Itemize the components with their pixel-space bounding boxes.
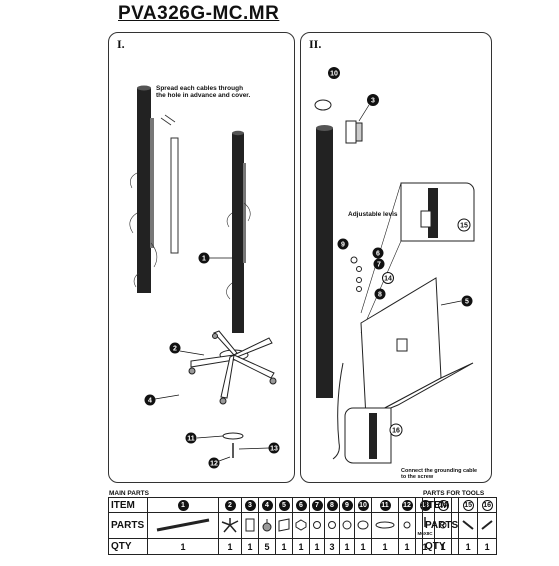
qty-row: QTY 1 1 1 5 1 1 1 3 1 1 1 1 1 1 (108, 538, 452, 555)
callout-1-label: 1 (202, 256, 206, 263)
svg-text:2: 2 (173, 346, 177, 353)
part-9-knob-icon (339, 512, 355, 539)
svg-text:8: 8 (378, 292, 382, 299)
svg-text:6: 6 (376, 251, 380, 258)
item-num: 6 (295, 500, 307, 511)
tool-qty-label: QTY (421, 538, 460, 555)
svg-text:13: 13 (270, 446, 278, 453)
callout-14 (382, 272, 394, 284)
callout-3 (367, 94, 379, 106)
item-num: 10 (357, 500, 369, 511)
item-num: 9 (341, 500, 353, 511)
part-10-cap-icon (354, 512, 372, 539)
part-3-bracket-icon (241, 512, 259, 539)
svg-text:10: 10 (330, 71, 338, 78)
callout-13 (268, 442, 280, 454)
callout-12 (208, 457, 220, 469)
svg-text:4: 4 (148, 398, 152, 405)
callout-1 (198, 252, 210, 264)
item-num: 5 (278, 500, 290, 511)
svg-text:3: 3 (371, 98, 375, 105)
qty-cell: 1 (218, 538, 242, 555)
item-num: 3 (244, 500, 256, 511)
qty-cell: 1 (309, 538, 325, 555)
document-title: PVA326G-MC.MR (118, 3, 280, 24)
item-num: 2 (224, 500, 236, 511)
callout-5 (461, 295, 473, 307)
qty-cell: 1 (398, 538, 416, 555)
qty-cell: 1 (371, 538, 399, 555)
step-2-label: II. (309, 37, 322, 51)
callout-6 (372, 247, 384, 259)
base-star (188, 330, 277, 405)
part-7-washer-icon (309, 512, 325, 539)
callout-16 (389, 423, 403, 437)
qty-cell: 1 (275, 538, 293, 555)
item-num: 4 (261, 500, 273, 511)
svg-text:9: 9 (341, 242, 345, 249)
item-num: 8 (326, 500, 338, 511)
part-2-base-icon (218, 512, 242, 539)
part-8-washer-icon (324, 512, 340, 539)
tool-parts-heading: PARTS FOR TOOLS (423, 490, 485, 497)
qty-row-label: QTY (108, 538, 148, 555)
tool-16-wrench-icon (477, 512, 498, 539)
cable-note: Spread each cables through the hole in a… (156, 85, 251, 99)
svg-text:15: 15 (460, 223, 468, 230)
step-2-illustration: 10 3 15 9 6 7 14 8 5 (314, 67, 475, 464)
tool-qty-cell: 1 (458, 538, 479, 555)
parts-row-label: PARTS (108, 512, 148, 539)
tool-item-num: 15 (462, 500, 474, 511)
item-row: ITEM 1 2 3 4 5 6 7 8 9 10 11 12 13 14 (108, 497, 452, 513)
svg-text:16: 16 (392, 428, 400, 435)
qty-cell: 1 (292, 538, 310, 555)
main-parts-table: ITEM 1 2 3 4 5 6 7 8 9 10 11 12 13 14 PA… (108, 497, 452, 555)
step-1-label: I. (117, 37, 125, 51)
qty-cell: 1 (241, 538, 259, 555)
callout-8 (374, 288, 386, 300)
svg-text:12: 12 (210, 461, 218, 468)
grounding-note: Connect the grounding cable to the screw (401, 468, 478, 480)
tool-parts-table: ITEM 15 16 PARTS QTY 1 1 (421, 497, 498, 555)
main-parts-heading: MAIN PARTS (109, 490, 149, 497)
tool-item-label: ITEM (421, 497, 460, 513)
qty-cell: 3 (324, 538, 340, 555)
parts-row: PARTS M6X8C (108, 512, 452, 539)
part-12-ring-icon (398, 512, 416, 539)
qty-cell: 1 (339, 538, 355, 555)
adjustable-levis-label: Adjustable levis (348, 211, 398, 218)
callout-4 (144, 394, 156, 406)
item-num: 12 (401, 500, 413, 511)
item-row-label: ITEM (108, 497, 148, 513)
part-11-disc-icon (371, 512, 399, 539)
step-2-panel: II. Adjustable levis Connect the groundi… (300, 32, 492, 483)
item-num: 11 (379, 500, 391, 511)
item-num: 7 (311, 500, 323, 511)
callout-9 (337, 238, 349, 250)
callout-11 (185, 432, 197, 444)
tool-qty-cell: 1 (477, 538, 498, 555)
qty-cell: 1 (354, 538, 372, 555)
part-5-plate-icon (275, 512, 293, 539)
svg-text:11: 11 (187, 436, 195, 443)
tool-item-num: 16 (481, 500, 493, 511)
callout-7 (373, 258, 385, 270)
step-1-illustration: 1 2 4 11 13 12 (129, 85, 280, 469)
step-1-panel: I. Spread each cables through the hole i… (108, 32, 295, 483)
tool-15-wrench-icon (458, 512, 479, 539)
tool-parts-label: PARTS (421, 512, 460, 539)
qty-cell: 5 (258, 538, 276, 555)
part-6-nut-icon (292, 512, 310, 539)
part-1-pole-icon (147, 512, 219, 539)
part-4-caster-icon (258, 512, 276, 539)
callout-10 (328, 67, 340, 79)
svg-text:5: 5 (465, 299, 469, 306)
qty-cell: 1 (147, 538, 219, 555)
callout-15 (457, 218, 471, 232)
svg-text:7: 7 (377, 262, 381, 269)
callout-2 (169, 342, 181, 354)
item-num: 1 (177, 500, 189, 511)
svg-text:14: 14 (384, 276, 392, 283)
